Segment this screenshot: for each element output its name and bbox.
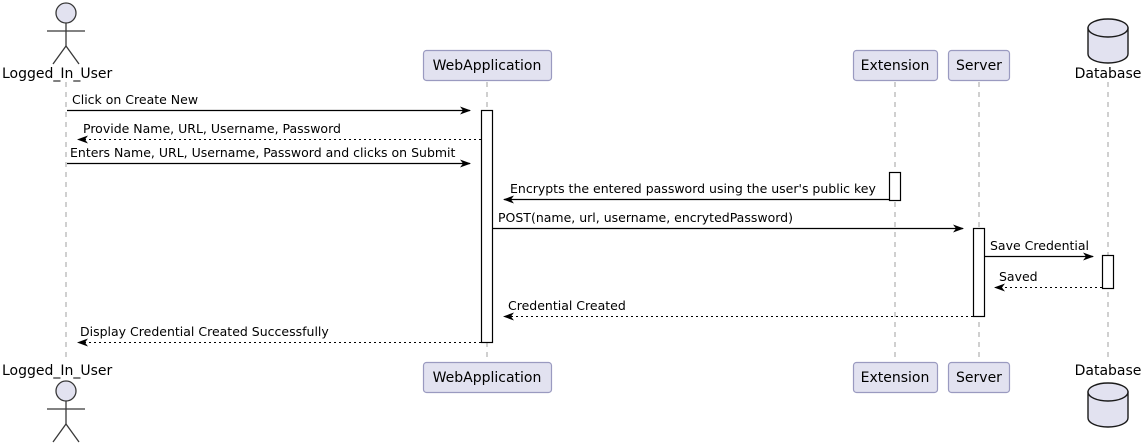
participant-footer-database[interactable]: Database xyxy=(1075,363,1142,428)
message-label: POST(name, url, username, encrytedPasswo… xyxy=(498,210,793,225)
participant-label-extension-top: Extension xyxy=(861,58,930,74)
participant-footer-user[interactable]: Logged_In_User xyxy=(2,363,113,443)
message-label: Credential Created xyxy=(508,298,626,313)
participant-footer-server[interactable]: Server xyxy=(947,361,1011,394)
actor-icon-leg-right xyxy=(65,45,80,65)
message-enters-credentials-and-submit[interactable]: Enters Name, URL, Username, Password and… xyxy=(67,145,471,168)
participant-label-user-top: Logged_In_User xyxy=(2,66,113,82)
message-label: Display Credential Created Successfully xyxy=(80,324,329,339)
message-post-credential[interactable]: POST(name, url, username, encrytedPasswo… xyxy=(493,210,964,233)
participant-label-user-bottom: Logged_In_User xyxy=(2,363,113,379)
actor-icon-leg-left-bottom xyxy=(52,423,67,443)
message-label: Save Credential xyxy=(990,238,1089,253)
message-label: Click on Create New xyxy=(72,92,198,107)
participant-header-user[interactable]: Logged_In_User xyxy=(2,2,113,82)
actor-icon-leg-right-bottom xyxy=(65,423,80,443)
activation-bar-extension xyxy=(888,171,902,202)
message-display-credential-created-successfully[interactable]: Display Credential Created Successfully xyxy=(77,324,481,347)
participant-footer-webapplication[interactable]: WebApplication xyxy=(422,361,553,394)
participant-header-server[interactable]: Server xyxy=(947,49,1011,82)
participant-label-database-bottom: Database xyxy=(1075,363,1142,379)
actor-icon-head-bottom xyxy=(55,380,77,402)
message-credential-created[interactable]: Credential Created xyxy=(503,298,973,321)
participant-header-webapplication[interactable]: WebApplication xyxy=(422,49,553,82)
participant-footer-extension[interactable]: Extension xyxy=(852,361,939,394)
message-label: Enters Name, URL, Username, Password and… xyxy=(70,145,456,160)
database-icon-body-bottom xyxy=(1087,391,1129,428)
message-click-on-create-new[interactable]: Click on Create New xyxy=(67,92,471,115)
participant-box-webapplication-bottom[interactable] xyxy=(422,361,553,394)
activation-bar-server xyxy=(972,227,986,318)
actor-icon-leg-left xyxy=(52,45,67,65)
participant-label-database-top: Database xyxy=(1075,66,1142,82)
message-provide-name-url-username-password[interactable]: Provide Name, URL, Username, Password xyxy=(77,121,481,144)
activation-bar-database xyxy=(1101,254,1115,290)
message-encrypts-password-with-public-key[interactable]: Encrypts the entered password using the … xyxy=(503,181,889,204)
participant-box-extension-top[interactable] xyxy=(852,49,939,82)
message-label: Provide Name, URL, Username, Password xyxy=(83,121,341,136)
participant-label-webapplication-top: WebApplication xyxy=(433,58,542,74)
participant-box-extension-bottom[interactable] xyxy=(852,361,939,394)
participant-label-server-bottom: Server xyxy=(956,370,1002,386)
participant-header-extension[interactable]: Extension xyxy=(852,49,939,82)
activation-bar-webapplication xyxy=(480,109,494,344)
participant-label-server-top: Server xyxy=(956,58,1002,74)
message-saved[interactable]: Saved xyxy=(994,269,1102,292)
participant-label-extension-bottom: Extension xyxy=(861,370,930,386)
participant-box-server-top[interactable] xyxy=(947,49,1011,82)
database-icon-top xyxy=(1087,18,1129,38)
activation-bars-group xyxy=(480,109,1115,344)
database-icon-top-bottom xyxy=(1087,382,1129,402)
participant-label-webapplication-bottom: WebApplication xyxy=(433,370,542,386)
participant-box-webapplication-top[interactable] xyxy=(422,49,553,82)
database-icon-body xyxy=(1087,27,1129,64)
message-label: Saved xyxy=(999,269,1038,284)
message-save-credential[interactable]: Save Credential xyxy=(985,238,1094,261)
participant-box-server-bottom[interactable] xyxy=(947,361,1011,394)
actor-icon-head xyxy=(55,2,77,24)
participant-header-database[interactable]: Database xyxy=(1075,18,1142,82)
message-label: Encrypts the entered password using the … xyxy=(510,181,877,196)
